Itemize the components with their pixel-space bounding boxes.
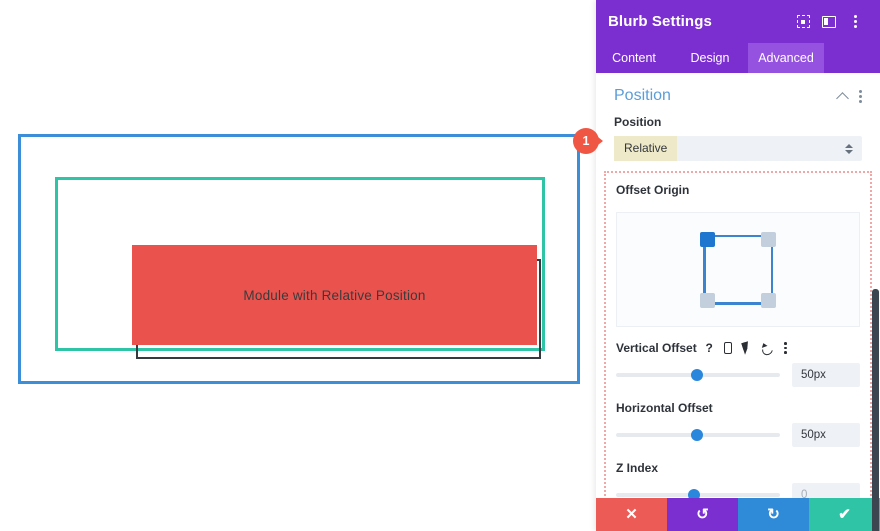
position-select-value: Relative	[614, 136, 678, 161]
cancel-button[interactable]: ✕	[596, 498, 667, 531]
module-blurb-label: Module with Relative Position	[243, 287, 426, 303]
more-vertical-icon-glyph	[783, 342, 787, 354]
help-icon[interactable]: ?	[703, 341, 716, 355]
target-icon-glyph	[796, 15, 810, 28]
origin-handle-top-right[interactable]	[761, 231, 776, 247]
cursor-icon[interactable]	[741, 341, 754, 355]
position-section-header: Position	[596, 73, 880, 115]
slider-knob[interactable]	[691, 369, 704, 381]
panel-action-bar: ✕ ↺ ↻ ✔	[596, 498, 880, 531]
reset-icon-glyph	[761, 343, 772, 354]
position-field: Position Relative	[596, 115, 880, 161]
close-icon: ✕	[625, 506, 638, 523]
callout-badge-1: 1	[573, 128, 603, 154]
module-blurb[interactable]: Module with Relative Position	[132, 245, 537, 345]
callout-badge-number: 1	[573, 128, 599, 154]
check-icon: ✔	[838, 506, 851, 523]
offset-origin-label: Offset Origin	[616, 183, 690, 197]
origin-handle-bottom-right[interactable]	[761, 292, 776, 308]
vertical-offset-input[interactable]: 50px	[792, 363, 860, 387]
offset-origin-grid	[700, 231, 776, 308]
horizontal-offset-slider[interactable]	[616, 427, 780, 443]
undo-icon: ↺	[696, 506, 709, 523]
panel-header: Blurb Settings	[596, 0, 880, 43]
origin-handle-bottom-left[interactable]	[700, 292, 715, 308]
redo-icon: ↻	[767, 506, 780, 523]
chevron-up-icon[interactable]	[837, 90, 849, 102]
section-title: Position	[614, 87, 671, 104]
panel-title: Blurb Settings	[608, 13, 712, 30]
position-field-label: Position	[614, 115, 662, 129]
tab-design[interactable]: Design	[690, 51, 730, 65]
vertical-offset-more-icon[interactable]	[779, 341, 792, 355]
mobile-device-icon[interactable]	[722, 341, 735, 355]
redo-button[interactable]: ↻	[738, 498, 809, 531]
help-icon-glyph: ?	[705, 341, 713, 355]
chevron-updown-icon	[845, 143, 853, 154]
origin-line-bottom	[704, 302, 772, 305]
origin-line-top	[704, 234, 772, 237]
vertical-offset-label: Vertical Offset	[616, 341, 697, 355]
origin-line-right	[770, 235, 773, 304]
vertical-offset-slider[interactable]	[616, 367, 780, 383]
undo-button[interactable]: ↺	[667, 498, 738, 531]
vertical-offset-control: 50px	[616, 363, 860, 387]
slider-knob[interactable]	[691, 429, 704, 441]
horizontal-offset-label: Horizontal Offset	[616, 401, 713, 415]
mobile-device-icon-glyph	[724, 342, 733, 354]
horizontal-offset-input[interactable]: 50px	[792, 423, 860, 447]
builder-canvas: Module with Relative Position 1	[18, 128, 603, 384]
section-more-vertical-icon[interactable]	[859, 89, 862, 103]
panel-tabs: Content Design Advanced	[596, 43, 880, 73]
target-icon[interactable]	[790, 10, 816, 34]
z-index-header: Z Index	[616, 461, 860, 475]
reset-icon[interactable]	[760, 341, 773, 355]
tab-advanced[interactable]: Advanced	[748, 43, 824, 73]
origin-line-left	[703, 235, 706, 304]
horizontal-offset-control: 50px	[616, 423, 860, 447]
panel-body: Position Position Relative Offset Orig	[596, 73, 880, 531]
offset-settings-region: Offset Origin Vertical Off	[604, 171, 872, 523]
panel-scrollbar[interactable]	[872, 289, 879, 531]
horizontal-offset-header: Horizontal Offset	[616, 401, 860, 415]
origin-handle-top-left[interactable]	[700, 231, 715, 247]
position-select[interactable]: Relative	[614, 136, 862, 161]
save-button[interactable]: ✔	[809, 498, 880, 531]
panel-layout-icon[interactable]	[816, 10, 842, 34]
tab-content[interactable]: Content	[612, 51, 656, 65]
panel-layout-icon-glyph	[822, 15, 836, 28]
more-vertical-icon[interactable]	[842, 10, 868, 34]
vertical-offset-header: Vertical Offset ?	[616, 341, 860, 355]
z-index-label: Z Index	[616, 461, 659, 475]
offset-origin-picker[interactable]	[616, 212, 860, 327]
blurb-settings-panel: Blurb Settings Content Design Advanced P…	[596, 0, 880, 531]
more-vertical-icon-glyph	[853, 15, 857, 28]
